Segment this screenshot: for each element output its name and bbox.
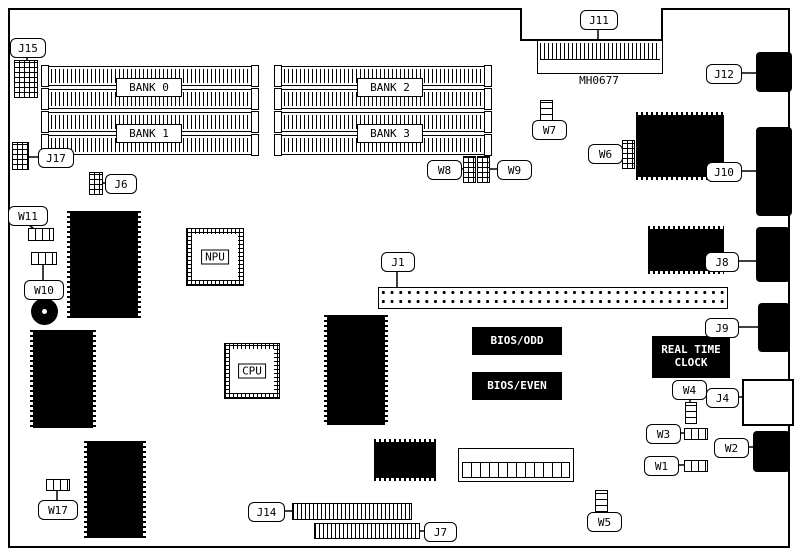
simm-socket-bank1-a bbox=[41, 111, 259, 133]
dip-switch-row bbox=[462, 462, 570, 478]
j12-port bbox=[756, 52, 792, 92]
callout-j9: J9 bbox=[705, 318, 739, 338]
j17-header bbox=[12, 142, 29, 170]
edge-connector bbox=[537, 40, 663, 74]
ic-chip-small-1 bbox=[374, 439, 436, 481]
j4-port bbox=[742, 379, 794, 426]
bank0-label: BANK 0 bbox=[116, 78, 182, 97]
callout-w5: W5 bbox=[587, 512, 622, 532]
callout-w11: W11 bbox=[8, 206, 48, 226]
speaker bbox=[31, 298, 58, 325]
w3-jumper bbox=[684, 428, 708, 440]
real-time-clock-chip: REAL TIME CLOCK bbox=[652, 336, 730, 378]
w11-jumper bbox=[28, 228, 54, 241]
cpu-socket: CPU bbox=[224, 343, 280, 399]
ic-chip-large-3 bbox=[84, 441, 146, 538]
simm-socket-bank0-a bbox=[41, 65, 259, 87]
bank2-label: BANK 2 bbox=[357, 78, 423, 97]
simm-contacts bbox=[284, 138, 482, 152]
callout-j4: J4 bbox=[706, 388, 739, 408]
w6-header bbox=[622, 140, 635, 169]
j1-connector bbox=[378, 287, 728, 309]
simm-contacts bbox=[284, 115, 482, 129]
simm-socket-bank3-b bbox=[274, 134, 492, 156]
callout-j7: J7 bbox=[424, 522, 457, 542]
cpu-label: CPU bbox=[238, 363, 266, 379]
dip-switch-block bbox=[458, 448, 574, 482]
ic-chip-large-1 bbox=[67, 211, 141, 318]
callout-w4: W4 bbox=[672, 380, 707, 400]
w8-header bbox=[463, 156, 476, 183]
bank3-label: BANK 3 bbox=[357, 124, 423, 143]
board-outline bbox=[8, 8, 790, 548]
w17-jumper bbox=[46, 479, 70, 491]
w9-header bbox=[477, 156, 490, 183]
simm-contacts bbox=[51, 92, 249, 106]
callout-w7: W7 bbox=[532, 120, 567, 140]
callout-w8: W8 bbox=[427, 160, 462, 180]
callout-j10: J10 bbox=[706, 162, 742, 182]
callout-j6: J6 bbox=[105, 174, 137, 194]
j9-port bbox=[758, 303, 790, 352]
callout-w10: W10 bbox=[24, 280, 64, 300]
w5-jumper bbox=[595, 490, 608, 512]
w4-jumper bbox=[685, 402, 697, 424]
callout-w17: W17 bbox=[38, 500, 78, 520]
ic-chip-large-2 bbox=[30, 330, 96, 428]
j7-connector bbox=[314, 523, 420, 539]
npu-label: NPU bbox=[201, 249, 229, 265]
ic-chip-large-4 bbox=[324, 315, 388, 425]
simm-contacts bbox=[284, 92, 482, 106]
callout-j14: J14 bbox=[248, 502, 285, 522]
simm-socket-bank3-a bbox=[274, 111, 492, 133]
callout-j12: J12 bbox=[706, 64, 742, 84]
simm-socket-bank0-b bbox=[41, 88, 259, 110]
callout-j15: J15 bbox=[10, 38, 46, 58]
simm-contacts bbox=[51, 138, 249, 152]
edge-connector-pins bbox=[540, 43, 660, 60]
callout-j11: J11 bbox=[580, 10, 618, 30]
j14-connector bbox=[292, 503, 412, 520]
callout-j1: J1 bbox=[381, 252, 415, 272]
simm-socket-bank1-b bbox=[41, 134, 259, 156]
npu-socket: NPU bbox=[186, 228, 244, 286]
j15-header bbox=[14, 60, 38, 98]
w1-jumper bbox=[684, 460, 708, 472]
callout-w3: W3 bbox=[646, 424, 681, 444]
callout-j8: J8 bbox=[705, 252, 739, 272]
callout-j17: J17 bbox=[38, 148, 74, 168]
j8-port bbox=[756, 227, 790, 282]
w7-jumper bbox=[540, 100, 553, 121]
bios-odd-chip: BIOS/ODD bbox=[472, 327, 562, 355]
keyboard-port bbox=[753, 431, 790, 472]
callout-w1: W1 bbox=[644, 456, 679, 476]
callout-w2: W2 bbox=[714, 438, 749, 458]
j6-header bbox=[89, 172, 103, 195]
callout-w9: W9 bbox=[497, 160, 532, 180]
bios-even-chip: BIOS/EVEN bbox=[472, 372, 562, 400]
j10-port bbox=[756, 127, 792, 216]
simm-socket-bank2-b bbox=[274, 88, 492, 110]
w10-jumper bbox=[31, 252, 57, 265]
simm-contacts bbox=[51, 69, 249, 83]
simm-contacts bbox=[51, 115, 249, 129]
simm-contacts bbox=[284, 69, 482, 83]
edge-connector-label: MH0677 bbox=[579, 73, 619, 87]
callout-w6: W6 bbox=[588, 144, 623, 164]
bank1-label: BANK 1 bbox=[116, 124, 182, 143]
